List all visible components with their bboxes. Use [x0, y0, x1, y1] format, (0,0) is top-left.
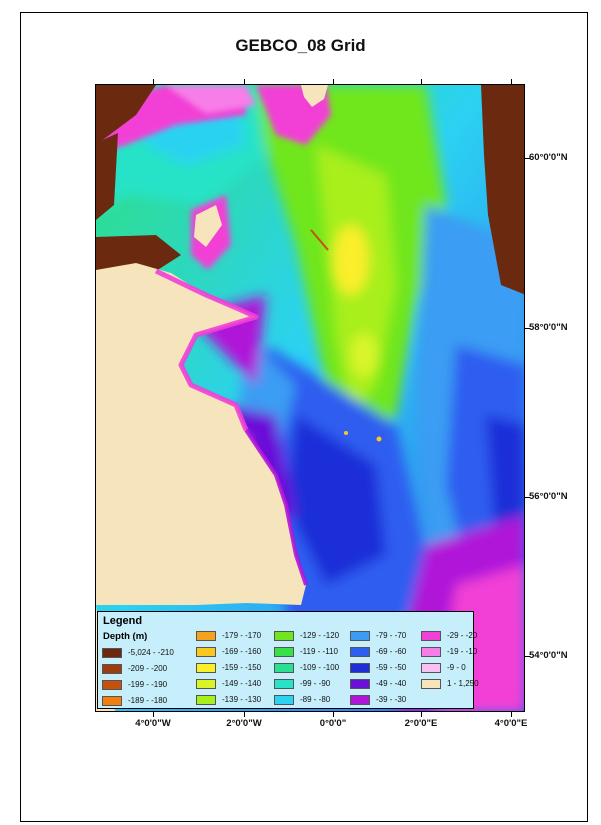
legend-swatch: [350, 694, 370, 705]
legend-swatch: [196, 694, 216, 705]
legend-label: -59 - -50: [376, 663, 407, 672]
legend-swatch: [350, 630, 370, 641]
legend-label: -189 - -180: [128, 696, 168, 705]
legend-item: -209 - -200: [102, 662, 167, 675]
lat-tick-56: [524, 497, 530, 498]
legend-swatch: [196, 646, 216, 657]
lon-label-2w: 2°0'0"W: [226, 718, 262, 729]
lat-label-54: 54°0'0"N: [529, 650, 568, 661]
legend-label: -29 - -20: [447, 631, 478, 640]
legend-item: -169 - -160: [196, 645, 261, 658]
lat-tick-60: [524, 158, 530, 159]
lat-label-60: 60°0'0"N: [529, 152, 568, 163]
top-tick-2e: [421, 79, 422, 84]
legend-swatch: [102, 679, 122, 690]
legend-label: -89 - -80: [300, 695, 331, 704]
legend-item: -19 - -10: [421, 645, 477, 658]
legend-swatch: [274, 630, 294, 641]
legend-label: -199 - -190: [128, 680, 168, 689]
lon-label-2e: 2°0'0"E: [404, 718, 438, 729]
legend-item: -159 - -150: [196, 661, 261, 674]
legend-swatch: [350, 678, 370, 689]
top-tick-4e: [511, 79, 512, 84]
legend-label: -129 - -120: [300, 631, 340, 640]
legend-item: -39 - -30: [350, 693, 406, 706]
legend-item: -179 - -170: [196, 629, 261, 642]
lon-tick-2e: [421, 712, 422, 717]
legend-item: -49 - -40: [350, 677, 406, 690]
legend-swatch: [421, 662, 441, 673]
legend-item: -9 - 0: [421, 661, 466, 674]
legend-label: -149 - -140: [222, 679, 262, 688]
lon-tick-4w: [153, 712, 154, 717]
legend-label: -49 - -40: [376, 679, 407, 688]
legend-label: -5,024 - -210: [128, 648, 174, 657]
legend-label: -9 - 0: [447, 663, 466, 672]
lat-label-56: 56°0'0"N: [529, 491, 568, 502]
lon-label-4w: 4°0'0"W: [135, 718, 171, 729]
legend-swatch: [274, 678, 294, 689]
legend-item: -149 - -140: [196, 677, 261, 690]
legend-item: -139 - -130: [196, 693, 261, 706]
legend-label: -119 - -110: [300, 647, 338, 656]
top-tick-4w: [153, 79, 154, 84]
lon-tick-2w: [244, 712, 245, 717]
legend-item: -99 - -90: [274, 677, 330, 690]
legend-swatch: [350, 662, 370, 673]
legend-item: 1 - 1,250: [421, 677, 479, 690]
legend-item: -89 - -80: [274, 693, 330, 706]
legend-item: -119 - -110: [274, 645, 338, 658]
legend-swatch: [196, 630, 216, 641]
legend-item: -69 - -60: [350, 645, 406, 658]
legend-item: -5,024 - -210: [102, 646, 174, 659]
legend-label: -79 - -70: [376, 631, 407, 640]
legend-item: -79 - -70: [350, 629, 406, 642]
legend-swatch: [421, 646, 441, 657]
legend-title: Legend: [103, 615, 143, 627]
lat-tick-58: [524, 328, 530, 329]
legend-swatch: [350, 646, 370, 657]
top-tick-2w: [244, 79, 245, 84]
legend-item: -199 - -190: [102, 678, 167, 691]
legend-swatch: [421, 678, 441, 689]
legend-swatch: [274, 694, 294, 705]
lat-tick-54: [524, 656, 530, 657]
legend-label: -39 - -30: [376, 695, 407, 704]
legend-label: -69 - -60: [376, 647, 407, 656]
legend-swatch: [196, 662, 216, 673]
lon-tick-0: [333, 712, 334, 717]
legend-item: -189 - -180: [102, 694, 167, 707]
legend-label: -209 - -200: [128, 664, 168, 673]
map-title: GEBCO_08 Grid: [235, 36, 366, 55]
lon-label-0: 0°0'0": [319, 718, 347, 729]
legend-item: -29 - -20: [421, 629, 477, 642]
depth-legend: Legend Depth (m) -5,024 - -210 -209 - -20…: [97, 611, 479, 709]
legend-label: -159 - -150: [222, 663, 262, 672]
legend-swatch: [274, 662, 294, 673]
legend-subtitle: Depth (m): [103, 631, 148, 642]
legend-swatch: [102, 647, 122, 658]
top-tick-0: [333, 79, 334, 84]
legend-item: -129 - -120: [274, 629, 339, 642]
legend-swatch: [196, 678, 216, 689]
legend-swatch: [421, 630, 441, 641]
lon-tick-4e: [511, 712, 512, 717]
legend-item: -59 - -50: [350, 661, 406, 674]
legend-swatch: [274, 646, 294, 657]
legend-label: -109 - -100: [300, 663, 340, 672]
legend-swatch: [102, 695, 122, 706]
legend-label: -19 - -10: [447, 647, 478, 656]
lon-label-4e: 4°0'0"E: [494, 718, 528, 729]
legend-item: -109 - -100: [274, 661, 339, 674]
legend-label: -99 - -90: [300, 679, 331, 688]
legend-label: 1 - 1,250: [447, 679, 479, 688]
lat-label-58: 58°0'0"N: [529, 322, 568, 333]
legend-swatch: [102, 663, 122, 674]
legend-label: -139 - -130: [222, 695, 262, 704]
legend-label: -169 - -160: [222, 647, 262, 656]
legend-label: -179 - -170: [222, 631, 262, 640]
